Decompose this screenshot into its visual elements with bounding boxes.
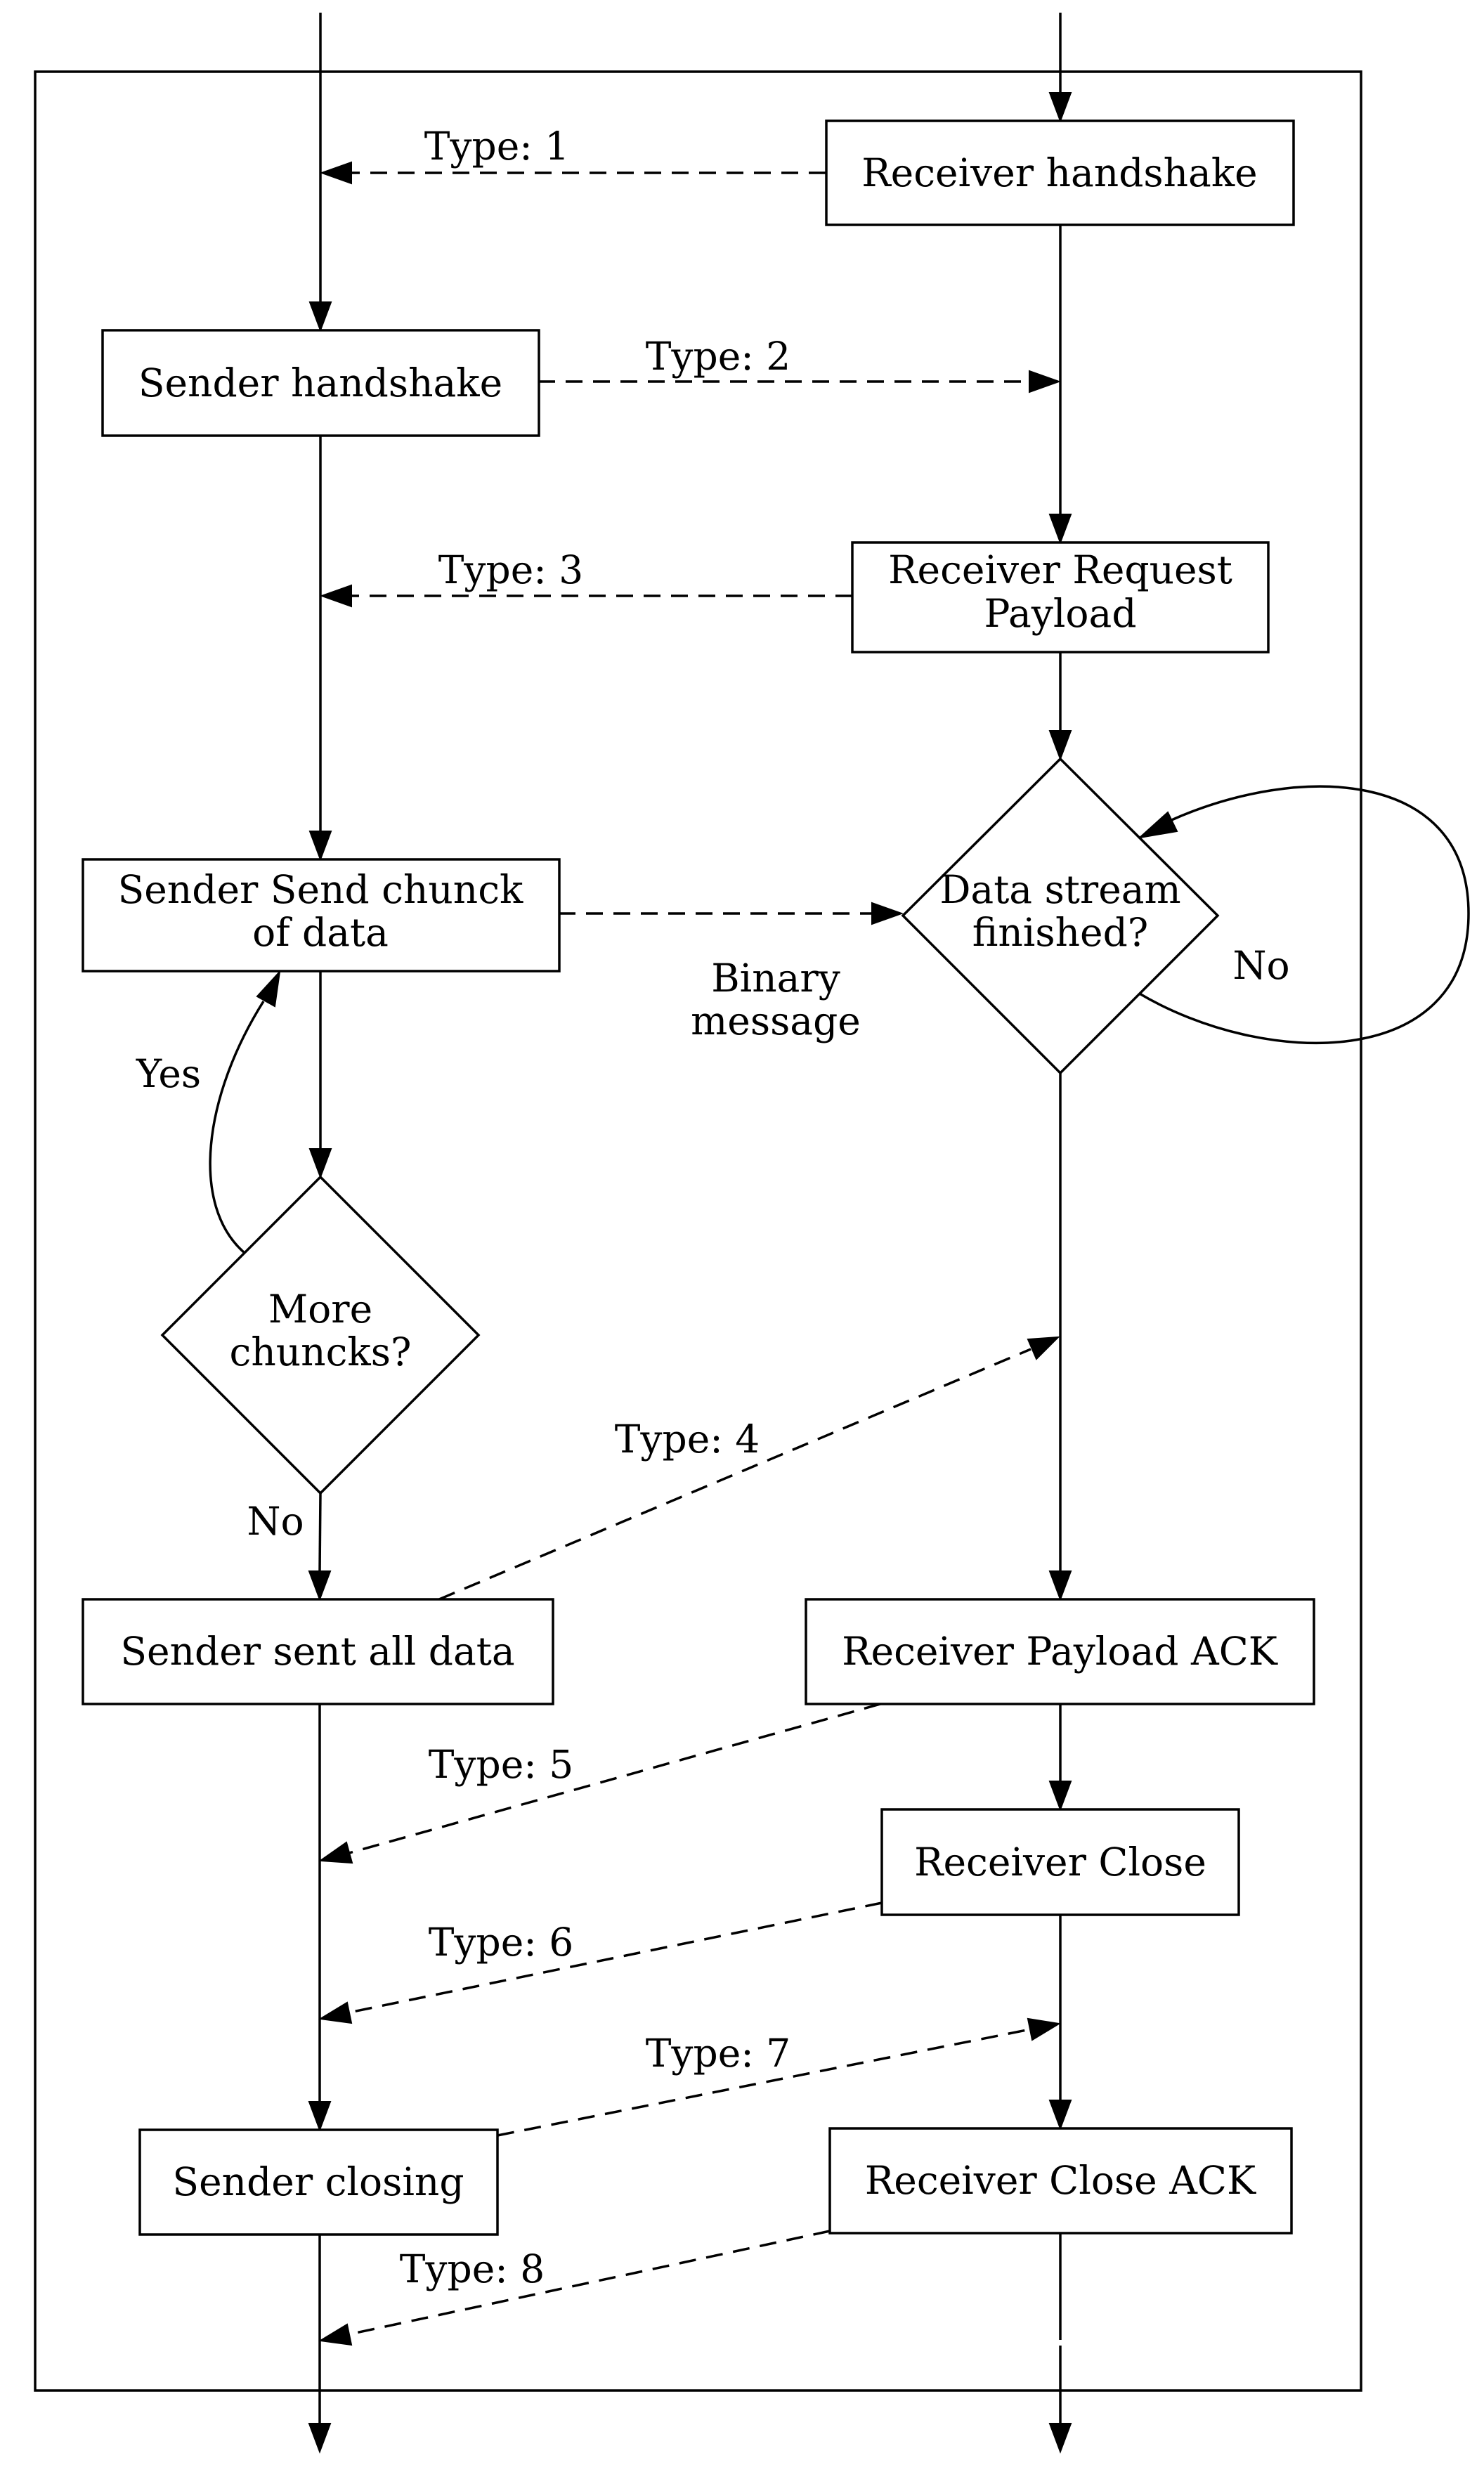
receiver-payload-ack-label: Receiver Payload ACK [842, 1629, 1278, 1674]
receiver-flow-edges [1048, 13, 1470, 2454]
data-stream-finished-label-line1: Data stream [939, 867, 1180, 912]
more-chunks-label-line1: More [268, 1287, 372, 1332]
node-receiver-payload-ack: Receiver Payload ACK [805, 1598, 1315, 1705]
node-more-chunks: More chuncks? [160, 1175, 481, 1495]
edge-label-binary-message-line1: Binary [711, 956, 840, 1001]
receiver-close-label: Receiver Close [914, 1840, 1206, 1885]
node-receiver-close-ack: Receiver Close ACK [828, 2127, 1293, 2235]
edge-label-binary-message-line2: message [691, 999, 861, 1043]
diagram-frame [34, 70, 1362, 2392]
edge-labels: Type: 1 Type: 2 Type: 3 Binary message N… [136, 124, 1290, 2291]
edge-label-no-stream-loop: No [1232, 943, 1289, 988]
edge-label-type-8: Type: 8 [400, 2246, 545, 2291]
edge-label-type-6: Type: 6 [429, 1920, 574, 1965]
edge-label-type-7: Type: 7 [646, 2031, 791, 2076]
node-sender-closing: Sender closing [138, 2128, 499, 2236]
sender-handshake-label: Sender handshake [138, 360, 502, 405]
data-stream-finished-label-line2: finished? [972, 910, 1149, 955]
node-receiver-request-payload: Receiver Request Payload [851, 541, 1270, 653]
node-sender-send-chunk: Sender Send chunck of data [82, 858, 561, 973]
node-receiver-close: Receiver Close [880, 1808, 1240, 1916]
edge-label-no-more-chunks: No [247, 1499, 304, 1544]
receiver-request-payload-label-line1: Receiver Request [888, 547, 1232, 592]
receiver-request-payload-label-line2: Payload [984, 591, 1136, 636]
message-edges [318, 161, 1061, 2346]
more-chunks-label-line2: chuncks? [230, 1329, 412, 1374]
receiver-close-ack-label: Receiver Close ACK [865, 2158, 1256, 2203]
node-sender-sent-all-data: Sender sent all data [82, 1598, 554, 1705]
edge-label-type-2: Type: 2 [646, 334, 791, 379]
edge-label-yes: Yes [136, 1051, 201, 1096]
edge-label-type-5: Type: 5 [429, 1742, 574, 1787]
sender-send-chunk-label-line2: of data [252, 910, 389, 955]
edge-label-type-3: Type: 3 [438, 547, 584, 592]
node-sender-handshake: Sender handshake [101, 329, 540, 437]
node-data-stream-finished: Data stream finished? [901, 757, 1220, 1075]
sender-send-chunk-label-line1: Sender Send chunck [118, 867, 523, 912]
sender-flow-edges [209, 13, 332, 2454]
edge-label-type-1: Type: 1 [424, 124, 570, 169]
edge-label-type-4: Type: 4 [615, 1417, 760, 1462]
node-receiver-handshake: Receiver handshake [825, 119, 1295, 226]
receiver-handshake-label: Receiver handshake [861, 150, 1257, 195]
sender-sent-all-data-label: Sender sent all data [120, 1629, 514, 1674]
sender-closing-label: Sender closing [172, 2159, 464, 2204]
